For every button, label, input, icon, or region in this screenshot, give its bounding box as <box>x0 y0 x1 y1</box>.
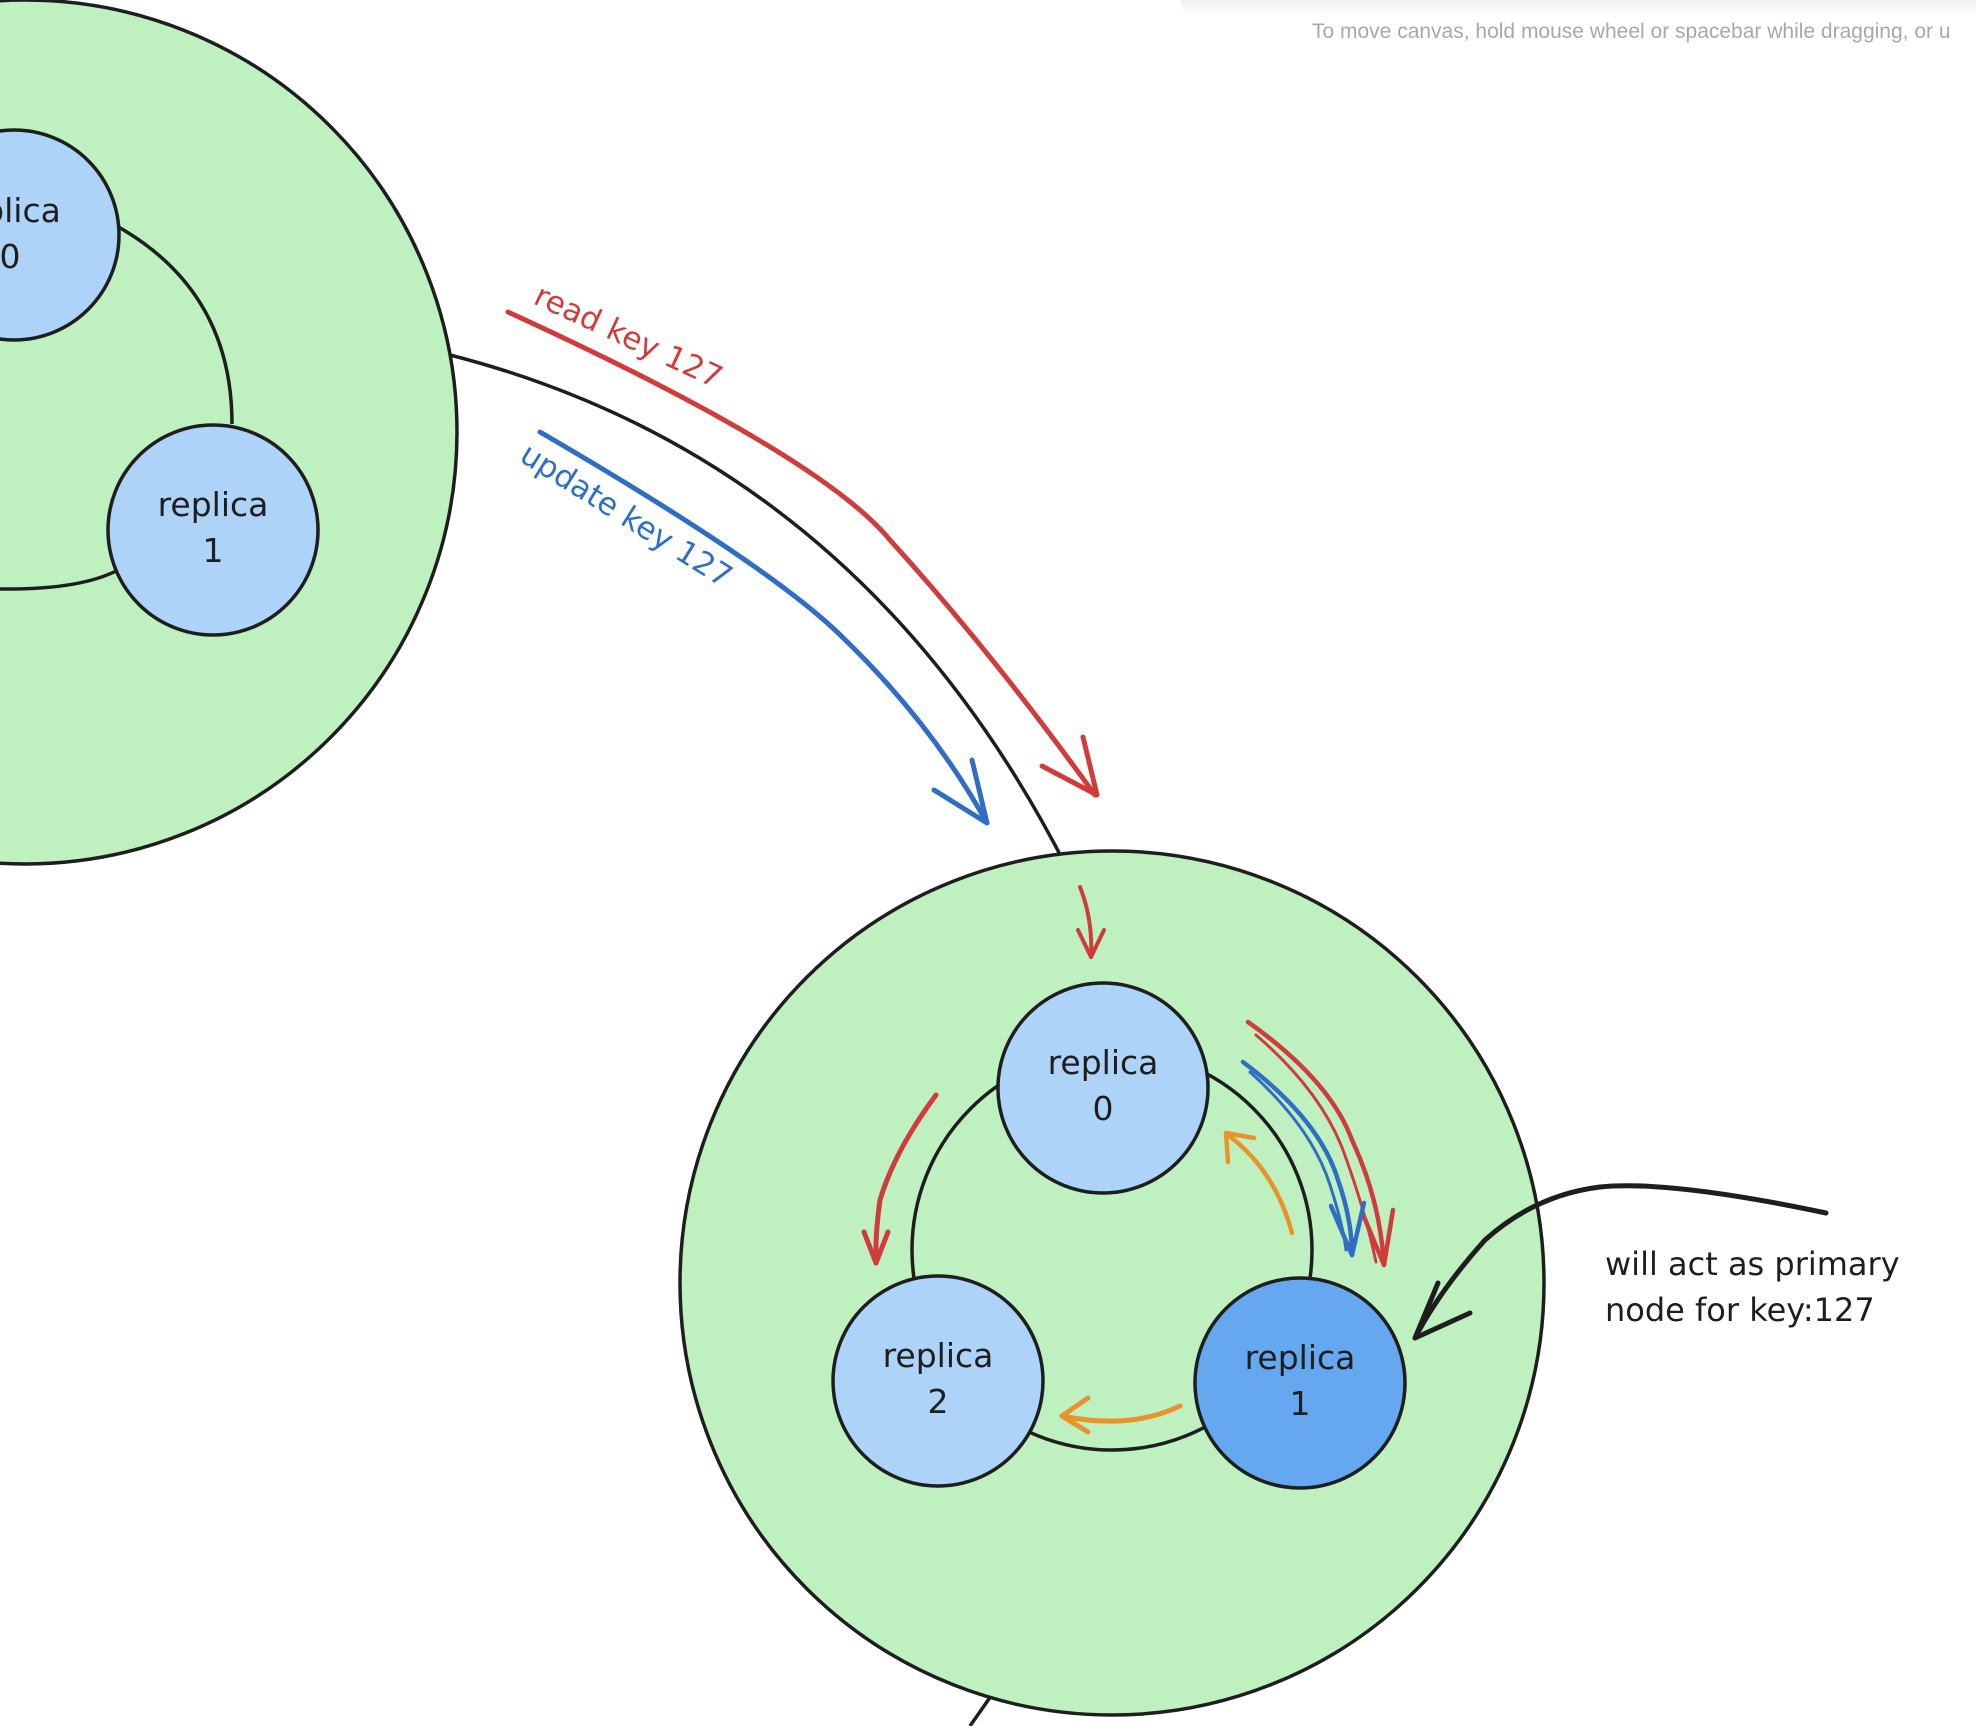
toolbar-shadow <box>1180 0 1976 18</box>
arrowhead-icon <box>1059 1395 1091 1435</box>
cluster-ring-connector <box>449 353 1070 871</box>
replication-arrow <box>1059 1395 1183 1435</box>
update-forward-arrow <box>1240 1059 1367 1258</box>
arrow-shaft <box>1240 1059 1355 1258</box>
replica-label: replica <box>883 1336 994 1375</box>
arrow-shaft <box>1245 1019 1387 1268</box>
replica-node[interactable]: replica 0 <box>996 981 1210 1195</box>
replica-node[interactable]: plica 0 <box>0 128 121 342</box>
replica-label: replica <box>1245 1338 1356 1377</box>
cluster-top-left[interactable]: plica 0 replica 1 <box>0 0 459 866</box>
canvas-hint: To move canvas, hold mouse wheel or spac… <box>1312 20 1951 43</box>
replica-circle <box>1193 1276 1407 1490</box>
cluster-boundary <box>678 849 1546 1717</box>
arrowhead-icon <box>861 1229 891 1266</box>
primary-note[interactable]: will act as primary node for key:127 <box>1412 1183 1900 1341</box>
replica-index: 1 <box>203 531 224 570</box>
arrow-shaft <box>505 309 1098 798</box>
replica-node[interactable]: replica 2 <box>831 1274 1045 1488</box>
arrowhead-icon <box>1076 928 1106 959</box>
arrowhead-icon <box>1223 1130 1257 1165</box>
arrowhead-icon <box>1359 1207 1396 1268</box>
arrowhead-icon <box>1039 734 1100 798</box>
replica-index: 0 <box>0 237 21 276</box>
note-pointer-arrow <box>1412 1183 1829 1341</box>
replica-label: replica <box>158 485 269 524</box>
inner-ring <box>114 223 234 425</box>
replica-node[interactable]: replica 1 <box>106 423 320 637</box>
replication-arrow <box>1223 1130 1295 1236</box>
replica-circle <box>106 423 320 637</box>
replica-index: 0 <box>1093 1089 1114 1128</box>
read-entry-arrow <box>1076 885 1106 959</box>
arrowhead-icon <box>1412 1280 1473 1341</box>
replica-circle <box>0 128 121 342</box>
note-line-1: will act as primary <box>1605 1245 1900 1283</box>
arrowhead-icon <box>1328 1200 1367 1258</box>
replica-label: replica <box>1048 1043 1159 1082</box>
primary-replica-node[interactable]: replica 1 <box>1193 1276 1407 1490</box>
arrow-shaft <box>537 429 990 826</box>
replica-index: 2 <box>928 1382 949 1421</box>
inner-ring <box>0 568 119 591</box>
replica-index: 1 <box>1290 1384 1311 1423</box>
arrow-shaft <box>1059 1403 1183 1424</box>
arrow-shaft <box>873 1092 939 1266</box>
replica-circle <box>831 1274 1045 1488</box>
cluster-main[interactable]: replica 0 replica 2 replica 1 <box>678 849 1546 1717</box>
replica-label: plica <box>0 191 61 230</box>
read-request-arrow[interactable]: read key 127 <box>505 278 1100 798</box>
arrowhead-icon <box>931 757 990 826</box>
read-forward-arrow <box>1245 1019 1396 1268</box>
arrow-shaft <box>1078 885 1094 959</box>
replica-circle <box>996 981 1210 1195</box>
note-line-2: node for key:127 <box>1605 1291 1875 1329</box>
read-replicate-arrow <box>861 1092 939 1266</box>
arrow-shaft <box>1225 1132 1295 1236</box>
